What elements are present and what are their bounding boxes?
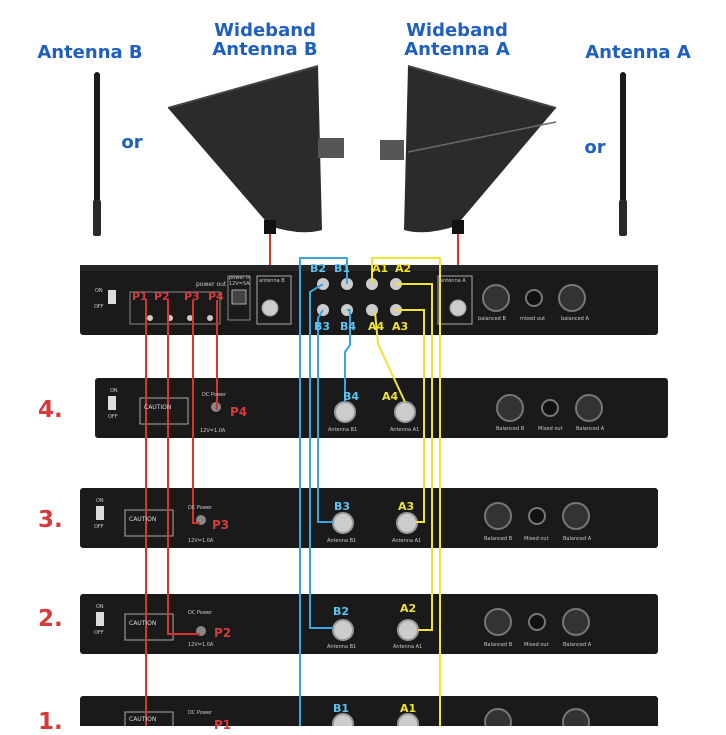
receiver-2-on: ON <box>96 604 104 610</box>
output-label-b1: B1 <box>334 262 351 275</box>
receiver-3-antenna-a: Antenna A1 <box>392 538 422 544</box>
receiver-3-dc-power: DC Power <box>188 505 213 511</box>
receiver-2-antenna-b: Antenna B1 <box>327 644 357 650</box>
antenna-b-tiny: antenna B <box>259 278 285 284</box>
receiver-3-mixed-out: Mixed out <box>524 536 549 542</box>
receiver-4-power-label: P4 <box>230 405 248 419</box>
receiver-4-antenna-b: Antenna B1 <box>328 427 358 433</box>
receiver-2-dc-spec: 12V=1.0A <box>188 642 214 648</box>
receiver-4-b-label: B4 <box>343 390 360 403</box>
antenna-distributor <box>80 265 658 335</box>
wideband-b-line2: Antenna B <box>212 38 318 60</box>
receiver-2-antenna-a: Antenna A1 <box>393 644 423 650</box>
mixed-out-tiny: mixed out <box>520 316 546 322</box>
receiver-number-3: 3. <box>38 507 63 533</box>
receiver-3-caution: CAUTION <box>129 516 157 523</box>
receiver-1-b-label: B1 <box>333 702 350 715</box>
wideband-b-line1: Wideband <box>214 20 316 41</box>
receiver-3-off: OFF <box>94 524 104 530</box>
receiver-2 <box>80 594 658 654</box>
power-out-label-p3: P3 <box>184 290 200 303</box>
receiver-2-caution: CAUTION <box>129 620 157 627</box>
receiver-4-a-label: A4 <box>382 390 399 403</box>
whip-antenna-b <box>93 72 101 236</box>
receiver-3-on: ON <box>96 498 104 504</box>
power-cables <box>145 300 218 726</box>
balanced-a-tiny: balanced A <box>561 316 589 322</box>
output-label-a3: A3 <box>392 320 409 333</box>
power-in-spec-tiny: 12V=5A <box>229 281 250 287</box>
receiver-number-1: 1. <box>38 709 63 735</box>
power-out-label-p2: P2 <box>154 290 170 303</box>
receiver-3-antenna-b: Antenna B1 <box>327 538 357 544</box>
receiver-4-antenna-a: Antenna A1 <box>390 427 420 433</box>
antenna-a-tiny: antenna A <box>440 278 466 284</box>
receiver-2-balanced-a: Balanced A <box>563 642 592 648</box>
yellow-cables <box>371 257 441 726</box>
receiver-4 <box>95 378 668 438</box>
wideband-a-line1: Wideband <box>406 20 508 41</box>
output-label-b4: B4 <box>340 320 357 333</box>
receiver-1-a-label: A1 <box>400 702 417 715</box>
or-label-right: or <box>584 137 606 158</box>
on-tiny: ON <box>95 288 103 294</box>
receiver-3-b-label: B3 <box>334 500 351 513</box>
receiver-3-balanced-a: Balanced A <box>563 536 592 542</box>
output-label-a2: A2 <box>395 262 412 275</box>
receiver-4-mixed-out: Mixed out <box>538 426 563 432</box>
receiver-2-b-label: B2 <box>333 605 350 618</box>
receiver-4-dc-spec: 12V=1.0A <box>200 428 226 434</box>
receiver-1 <box>80 696 658 726</box>
output-label-a1: A1 <box>372 262 389 275</box>
receiver-1-caution: CAUTION <box>129 716 157 723</box>
receiver-4-off: OFF <box>108 414 118 420</box>
receiver-1-power-label: P1 <box>214 718 232 732</box>
receiver-number-2: 2. <box>38 606 63 632</box>
receiver-4-dc-power: DC Power <box>202 392 227 398</box>
antenna-a-label: Antenna A <box>585 42 691 63</box>
receiver-2-mixed-out: Mixed out <box>524 642 549 648</box>
whip-antenna-a <box>619 72 627 236</box>
receiver-2-power-label: P2 <box>214 626 232 640</box>
output-label-b2: B2 <box>310 262 327 275</box>
wideband-a-line2: Antenna A <box>404 38 510 60</box>
blue-cables <box>299 257 351 726</box>
off-tiny: OFF <box>94 304 104 310</box>
receiver-3-a-label: A3 <box>398 500 415 513</box>
wideband-antenna-b <box>167 65 344 234</box>
power-out-label-p1: P1 <box>132 290 148 303</box>
balanced-b-tiny: balanced B <box>478 316 506 322</box>
output-label-b3: B3 <box>314 320 331 333</box>
receiver-3-power-label: P3 <box>212 518 230 532</box>
or-label-left: or <box>121 132 143 153</box>
receiver-3-balanced-b: Balanced B <box>484 536 513 542</box>
receiver-4-caution: CAUTION <box>144 404 172 411</box>
wideband-a-label: Wideband Antenna A <box>392 20 522 60</box>
receiver-1-dc-power: DC Power <box>188 710 213 716</box>
wideband-antenna-a <box>380 65 557 234</box>
antenna-b-label: Antenna B <box>37 42 143 63</box>
receiver-4-on: ON <box>110 388 118 394</box>
receiver-2-off: OFF <box>94 630 104 636</box>
receiver-4-balanced-a: Balanced A <box>576 426 605 432</box>
receiver-2-a-label: A2 <box>400 602 417 615</box>
output-label-a4: A4 <box>368 320 385 333</box>
power-in-tiny: power in <box>229 275 251 281</box>
receiver-number-4: 4. <box>38 397 63 423</box>
receiver-3-dc-spec: 12V=1.0A <box>188 538 214 544</box>
power-out-tiny: power out <box>196 281 227 288</box>
power-out-label-p4: P4 <box>208 290 224 303</box>
receiver-4-balanced-b: Balanced B <box>496 426 525 432</box>
receiver-2-balanced-b: Balanced B <box>484 642 513 648</box>
receiver-3 <box>80 488 658 548</box>
receiver-2-dc-power: DC Power <box>188 610 213 616</box>
wideband-b-label: Wideband Antenna B <box>200 20 330 60</box>
